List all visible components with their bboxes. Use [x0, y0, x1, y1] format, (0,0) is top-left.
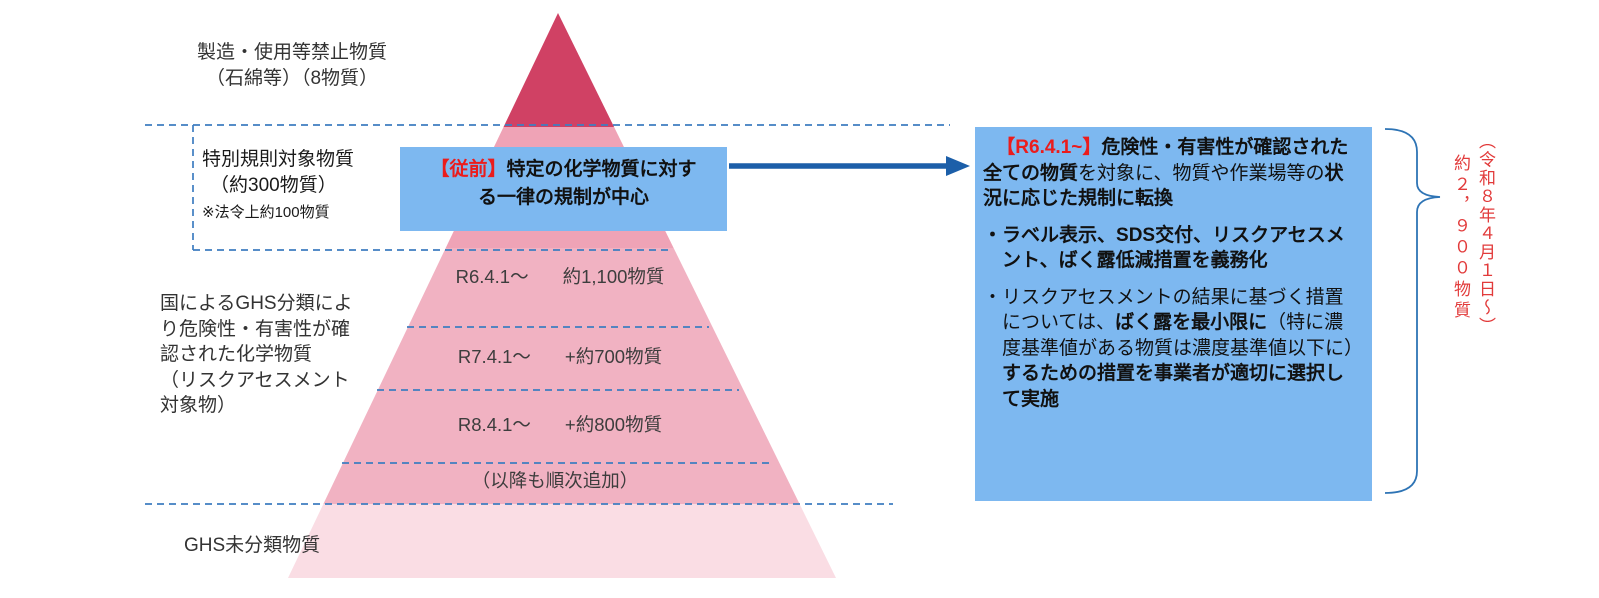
after-box-p2-text: ラベル表示、SDS交付、リスクアセスメント、ばく露低減措置を義務化: [1002, 224, 1345, 272]
label-special-rule-substances: 特別規則対象物質 （約300物質） ※法令上約100物質: [202, 147, 354, 224]
pyramid-row-r6-count: 約1,100物質: [562, 266, 665, 287]
special-rule-title: 特別規則対象物質: [202, 149, 355, 170]
label-ghs-unclassified: GHS未分類物質: [184, 535, 321, 556]
pyramid-row-r7-count: +約700物質: [564, 346, 663, 367]
annotation-count: 約２，９００物質: [1451, 154, 1470, 322]
after-box-paragraph-3: ・リスクアセスメントの結果に基づく措置については、ばく露を最小限に（特に濃度基準…: [983, 285, 1363, 413]
after-box-tag: 【R6.4.1~】: [996, 137, 1102, 158]
after-box-p3-bullet: ・: [983, 286, 1003, 308]
pyramid-row-r8-period: R8.4.1～: [457, 414, 531, 435]
pyramid-band-ghs-unclassified: [288, 504, 836, 578]
after-box-p1-bold1: 危険性・有害性が確認された全ての物質: [983, 137, 1349, 184]
pyramid-row-r8: R8.4.1～ +約800物質: [458, 411, 662, 437]
after-box-p3-normal2: （特に濃度基準値がある物質は濃度基準値以下に）: [1002, 312, 1364, 359]
special-rule-note: ※法令上約100物質: [202, 204, 330, 221]
after-box-paragraph-2: ・ラベル表示、SDS交付、リスクアセスメント、ばく露低減措置を義務化: [983, 223, 1355, 274]
pyramid-footer-note: （以降も順次追加）: [471, 470, 639, 491]
after-box-p3-bold1: ばく露を最小限に: [1115, 312, 1268, 333]
after-box-p3-normal1: リスクアセスメントの結果に基づく措置については、: [1002, 286, 1344, 334]
before-regulation-box: 【従前】特定の化学物質に対する一律の規制が中心: [400, 147, 727, 231]
after-box-p2-bullet: ・: [983, 224, 1003, 246]
pyramid-row-r6: R6.4.1～ 約1,100物質: [456, 263, 665, 289]
annotation-date: （令和８年４月１日～）: [1476, 132, 1495, 336]
substance-count-annotation: （令和８年４月１日～） 約２，９００物質: [1448, 132, 1498, 432]
after-box-p1-normal1: を対象に、物質や作業場等の: [1078, 162, 1325, 184]
before-box-tag: 【従前】: [430, 159, 507, 180]
grouping-brace: [1384, 128, 1441, 494]
pyramid-row-r6-period: R6.4.1～: [455, 266, 529, 287]
label-prohibited-substances: 製造・使用等禁止物質 （石綿等）（8物質）: [196, 42, 387, 89]
after-regulation-box: 【R6.4.1~】危険性・有害性が確認された全ての物質を対象に、物質や作業場等の…: [975, 127, 1372, 501]
pyramid-row-r8-count: +約800物質: [564, 414, 663, 435]
special-rule-count: （約300物質）: [210, 175, 337, 196]
after-box-p1-bold2: 状況に応じた規制に転換: [983, 162, 1344, 210]
before-box-text: 特定の化学物質に対する一律の規制が中心: [477, 159, 697, 208]
after-box-p3-bold2: するための措置を事業者が適切に選択して実施: [1002, 363, 1345, 410]
pyramid-row-r7: R7.4.1～ +約700物質: [458, 343, 662, 369]
pyramid-row-r7-period: R7.4.1～: [457, 346, 531, 367]
after-box-paragraph-1: 【R6.4.1~】危険性・有害性が確認された全ての物質を対象に、物質や作業場等の…: [983, 135, 1355, 212]
label-ghs-classified: 国によるGHS分類によ り危険性・有害性が確 認された化学物質 （リスクアセスメ…: [160, 293, 353, 416]
